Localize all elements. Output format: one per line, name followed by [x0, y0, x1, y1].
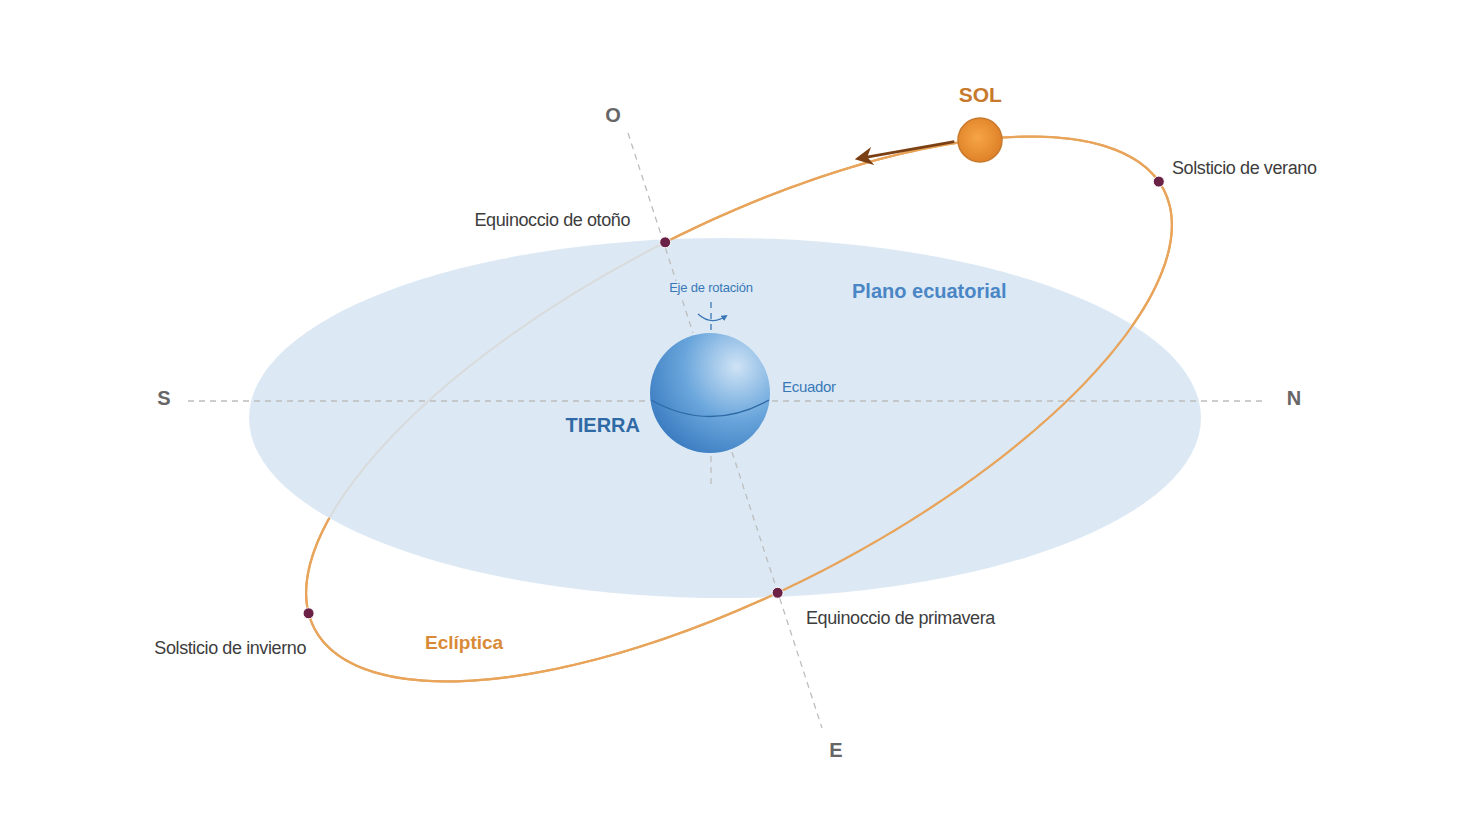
- direction-letter: N: [1287, 387, 1301, 410]
- solstice-label: Solsticio de invierno: [154, 638, 306, 659]
- sun-title: SOL: [959, 83, 1002, 107]
- direction-letter: S: [157, 387, 170, 410]
- rotation-axis-stub: [710, 456, 711, 488]
- orbit-point: [1153, 176, 1164, 187]
- equator-label-wrap: Ecuador: [779, 378, 839, 396]
- direction-letter: O: [605, 104, 621, 127]
- orbit-point: [303, 608, 314, 619]
- ns-axis-line: [772, 400, 1266, 401]
- orbit-point: [660, 237, 671, 248]
- direction-letter: E: [829, 739, 842, 762]
- direction-letter-wrap: S: [157, 387, 170, 410]
- equinox-label-wrap: Equinoccio de otoño: [474, 210, 630, 231]
- earth-node: TIERRA: [650, 333, 770, 453]
- direction-letter-wrap: O: [605, 104, 621, 127]
- direction-letter-wrap: E: [829, 739, 842, 762]
- sun-node: SOL: [957, 117, 1003, 163]
- equator-label: Ecuador: [779, 378, 839, 395]
- ecliptic-label-wrap: Eclíptica: [422, 632, 506, 654]
- plane-title-wrap: Plano ecuatorial: [852, 280, 1007, 303]
- sun-motion-arrow: [858, 142, 954, 159]
- axis-label-wrap: Eje de rotación: [666, 278, 756, 296]
- direction-letter-wrap: N: [1287, 387, 1301, 410]
- rotation-axis-line: [732, 452, 822, 728]
- equinox-label: Equinoccio de otoño: [474, 210, 630, 231]
- orbit-point: [772, 587, 783, 598]
- solstice-label-wrap: Solsticio de verano: [1172, 158, 1317, 179]
- rotation-axis-stub: [710, 302, 711, 332]
- ecliptic-label: Eclíptica: [422, 632, 506, 654]
- equinox-label: Equinoccio de primavera: [806, 608, 995, 629]
- ecliptic-front: [306, 137, 1172, 682]
- solstice-label-wrap: Solsticio de invierno: [154, 638, 306, 659]
- earth-title: TIERRA: [566, 414, 640, 437]
- equinox-label-wrap: Equinoccio de primavera: [806, 608, 995, 629]
- sun-title-wrap: SOL: [959, 83, 1002, 107]
- ecliptic-orbit: [231, 28, 1247, 790]
- plane-title: Plano ecuatorial: [852, 280, 1007, 303]
- solstice-label: Solsticio de verano: [1172, 158, 1317, 179]
- earth-title-wrap: TIERRA: [566, 414, 640, 437]
- sun-circle: [957, 117, 1003, 163]
- ns-axis-line: [188, 400, 649, 401]
- earth-sphere: [650, 333, 770, 453]
- rotation-arrow: [698, 314, 726, 321]
- axis-label: Eje de rotación: [666, 281, 756, 296]
